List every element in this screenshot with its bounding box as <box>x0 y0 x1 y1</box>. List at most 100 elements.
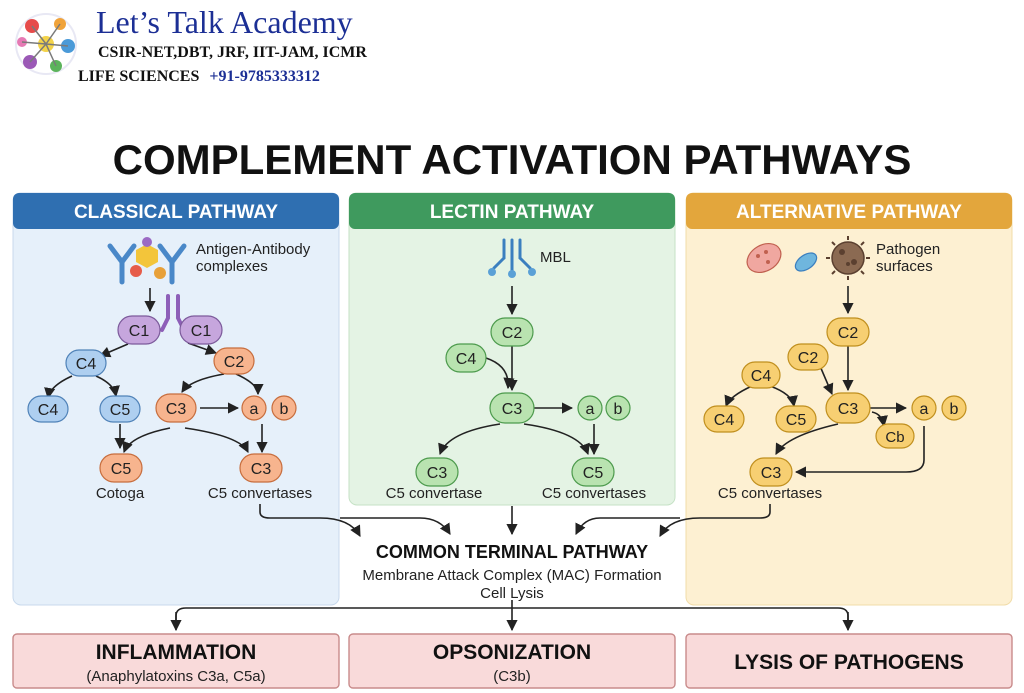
arrow-b-c3out-alt <box>794 426 925 478</box>
alternative-label: C5 convertases <box>718 485 822 502</box>
classical-node-c3out: C3 <box>239 453 283 483</box>
outcome-lysis: LYSIS OF PATHOGENS <box>685 633 1013 689</box>
classical-node-b: b <box>271 395 297 421</box>
svg-text:C4: C4 <box>76 356 97 373</box>
outcome-inflammation: INFLAMMATION (Anaphylatoxins C3a, C5a) <box>12 633 340 689</box>
classical-trigger-line1: Antigen-Antibody <box>196 241 311 258</box>
academy-brand: Let’s Talk Academy CSIR-NET,DBT, JRF, II… <box>10 4 430 88</box>
svg-text:C5: C5 <box>111 461 132 478</box>
svg-text:b: b <box>280 401 289 418</box>
academy-logo <box>15 13 77 75</box>
classical-header-text: CLASSICAL PATHWAY <box>74 202 278 223</box>
classical-node-c5: C5 <box>99 395 141 423</box>
academy-subject-line: LIFE SCIENCES+91-9785333312 <box>78 68 320 86</box>
arrow-c1-c2 <box>187 342 218 355</box>
arrow-alternative-terminal <box>659 504 771 537</box>
outcome-lysis-title: LYSIS OF PATHOGENS <box>734 651 963 674</box>
arrow-c3-c3out-lectin <box>438 423 501 456</box>
alternative-node-cb: Cb <box>875 423 915 449</box>
svg-text:C4: C4 <box>456 351 477 368</box>
svg-text:C3: C3 <box>166 401 187 418</box>
svg-text:b: b <box>950 401 959 418</box>
arrow-c4-c5-alt <box>769 385 798 408</box>
svg-text:a: a <box>920 401 929 418</box>
alternative-node-a: a <box>911 395 937 421</box>
classical-header <box>13 193 339 229</box>
academy-exams: CSIR-NET,DBT, JRF, IIT-JAM, ICMR <box>98 44 367 61</box>
lectin-node-c5out: C5 <box>571 457 615 487</box>
alternative-header-text: ALTERNATIVE PATHWAY <box>736 202 962 223</box>
arrow-classical-terminal <box>259 504 361 537</box>
outcome-opsonization: OPSONIZATION (C3b) <box>348 633 676 689</box>
classical-node-c5out: C5 <box>99 453 143 483</box>
svg-text:a: a <box>250 401 259 418</box>
alternative-trigger-line1: Pathogen <box>876 241 940 258</box>
svg-text:C3: C3 <box>761 465 782 482</box>
arrow-c2b-c3-alt <box>819 365 834 396</box>
lectin-header-text: LECTIN PATHWAY <box>430 202 595 223</box>
classical-node-c2: C2 <box>213 347 255 375</box>
alternative-node-c4a: C4 <box>741 361 781 389</box>
arrow-c2-a <box>235 373 264 396</box>
mbl-icon <box>488 238 536 278</box>
lectin-node-c4: C4 <box>445 343 487 373</box>
arrow-c3-c5out-lectin <box>523 423 590 456</box>
classical-trigger-line2: complexes <box>196 258 268 275</box>
arrow-c3-c5out <box>122 427 171 454</box>
lectin-trigger: MBL <box>540 249 571 266</box>
svg-text:C5: C5 <box>110 402 131 419</box>
lectin-label-right: C5 convertases <box>542 485 646 502</box>
svg-text:b: b <box>614 401 623 418</box>
outcome-inflammation-sub: (Anaphylatoxins C3a, C5a) <box>86 668 265 685</box>
lectin-header <box>349 193 675 229</box>
page-title: COMPLEMENT ACTIVATION PATHWAYS <box>113 136 912 183</box>
arrow-c3-cb-alt <box>871 411 888 428</box>
alternative-trigger-line2: surfaces <box>876 258 933 275</box>
lectin-node-c3: C3 <box>489 392 535 424</box>
alternative-node-c2b: C2 <box>787 343 829 371</box>
pathogen-icon <box>746 236 870 280</box>
svg-text:C2: C2 <box>838 325 859 342</box>
svg-text:C1: C1 <box>191 323 212 340</box>
svg-text:C4: C4 <box>751 368 772 385</box>
svg-text:C4: C4 <box>714 412 735 429</box>
classical-label-left: Cotoga <box>96 485 145 502</box>
arrow-c4-c4b-alt <box>724 385 753 408</box>
svg-text:a: a <box>586 401 595 418</box>
alternative-header <box>686 193 1012 229</box>
classical-node-c1b: C1 <box>179 315 223 345</box>
terminal-line2: Cell Lysis <box>480 585 544 602</box>
arrow-lectin-left-terminal <box>340 517 451 535</box>
classical-node-c4: C4 <box>65 349 107 377</box>
lectin-node-c2: C2 <box>490 317 534 347</box>
alternative-node-c3: C3 <box>825 392 871 424</box>
alternative-node-c3out: C3 <box>749 457 793 487</box>
arrow-c3-c3out-alt <box>775 423 839 455</box>
academy-subject: LIFE SCIENCES <box>78 68 200 85</box>
terminal-pathway: COMMON TERMINAL PATHWAY Membrane Attack … <box>362 542 661 602</box>
alternative-node-c4b: C4 <box>703 405 745 433</box>
svg-text:C3: C3 <box>502 401 523 418</box>
svg-text:C3: C3 <box>838 401 859 418</box>
svg-text:C1: C1 <box>129 323 150 340</box>
lectin-node-a: a <box>577 395 603 421</box>
lectin-label-left: C5 convertase <box>386 485 483 502</box>
lectin-node-b: b <box>605 395 631 421</box>
classical-node-c4b: C4 <box>27 395 69 423</box>
alternative-node-b: b <box>941 395 967 421</box>
alternative-node-c2a: C2 <box>826 317 870 347</box>
svg-text:C5: C5 <box>786 412 807 429</box>
svg-text:C4: C4 <box>38 402 59 419</box>
arrow-c2-c3 <box>181 373 225 393</box>
arrow-c3-c3out <box>184 427 249 454</box>
svg-text:C2: C2 <box>224 354 245 371</box>
alternative-node-c5: C5 <box>775 405 817 433</box>
c1-receptor-icon <box>160 294 186 332</box>
svg-text:C5: C5 <box>583 465 604 482</box>
arrow-c1-c4 <box>98 343 129 358</box>
terminal-title: COMMON TERMINAL PATHWAY <box>376 542 648 562</box>
svg-text:C3: C3 <box>427 465 448 482</box>
outcome-opsonization-sub: (C3b) <box>493 668 531 685</box>
outcome-inflammation-title: INFLAMMATION <box>96 641 257 664</box>
